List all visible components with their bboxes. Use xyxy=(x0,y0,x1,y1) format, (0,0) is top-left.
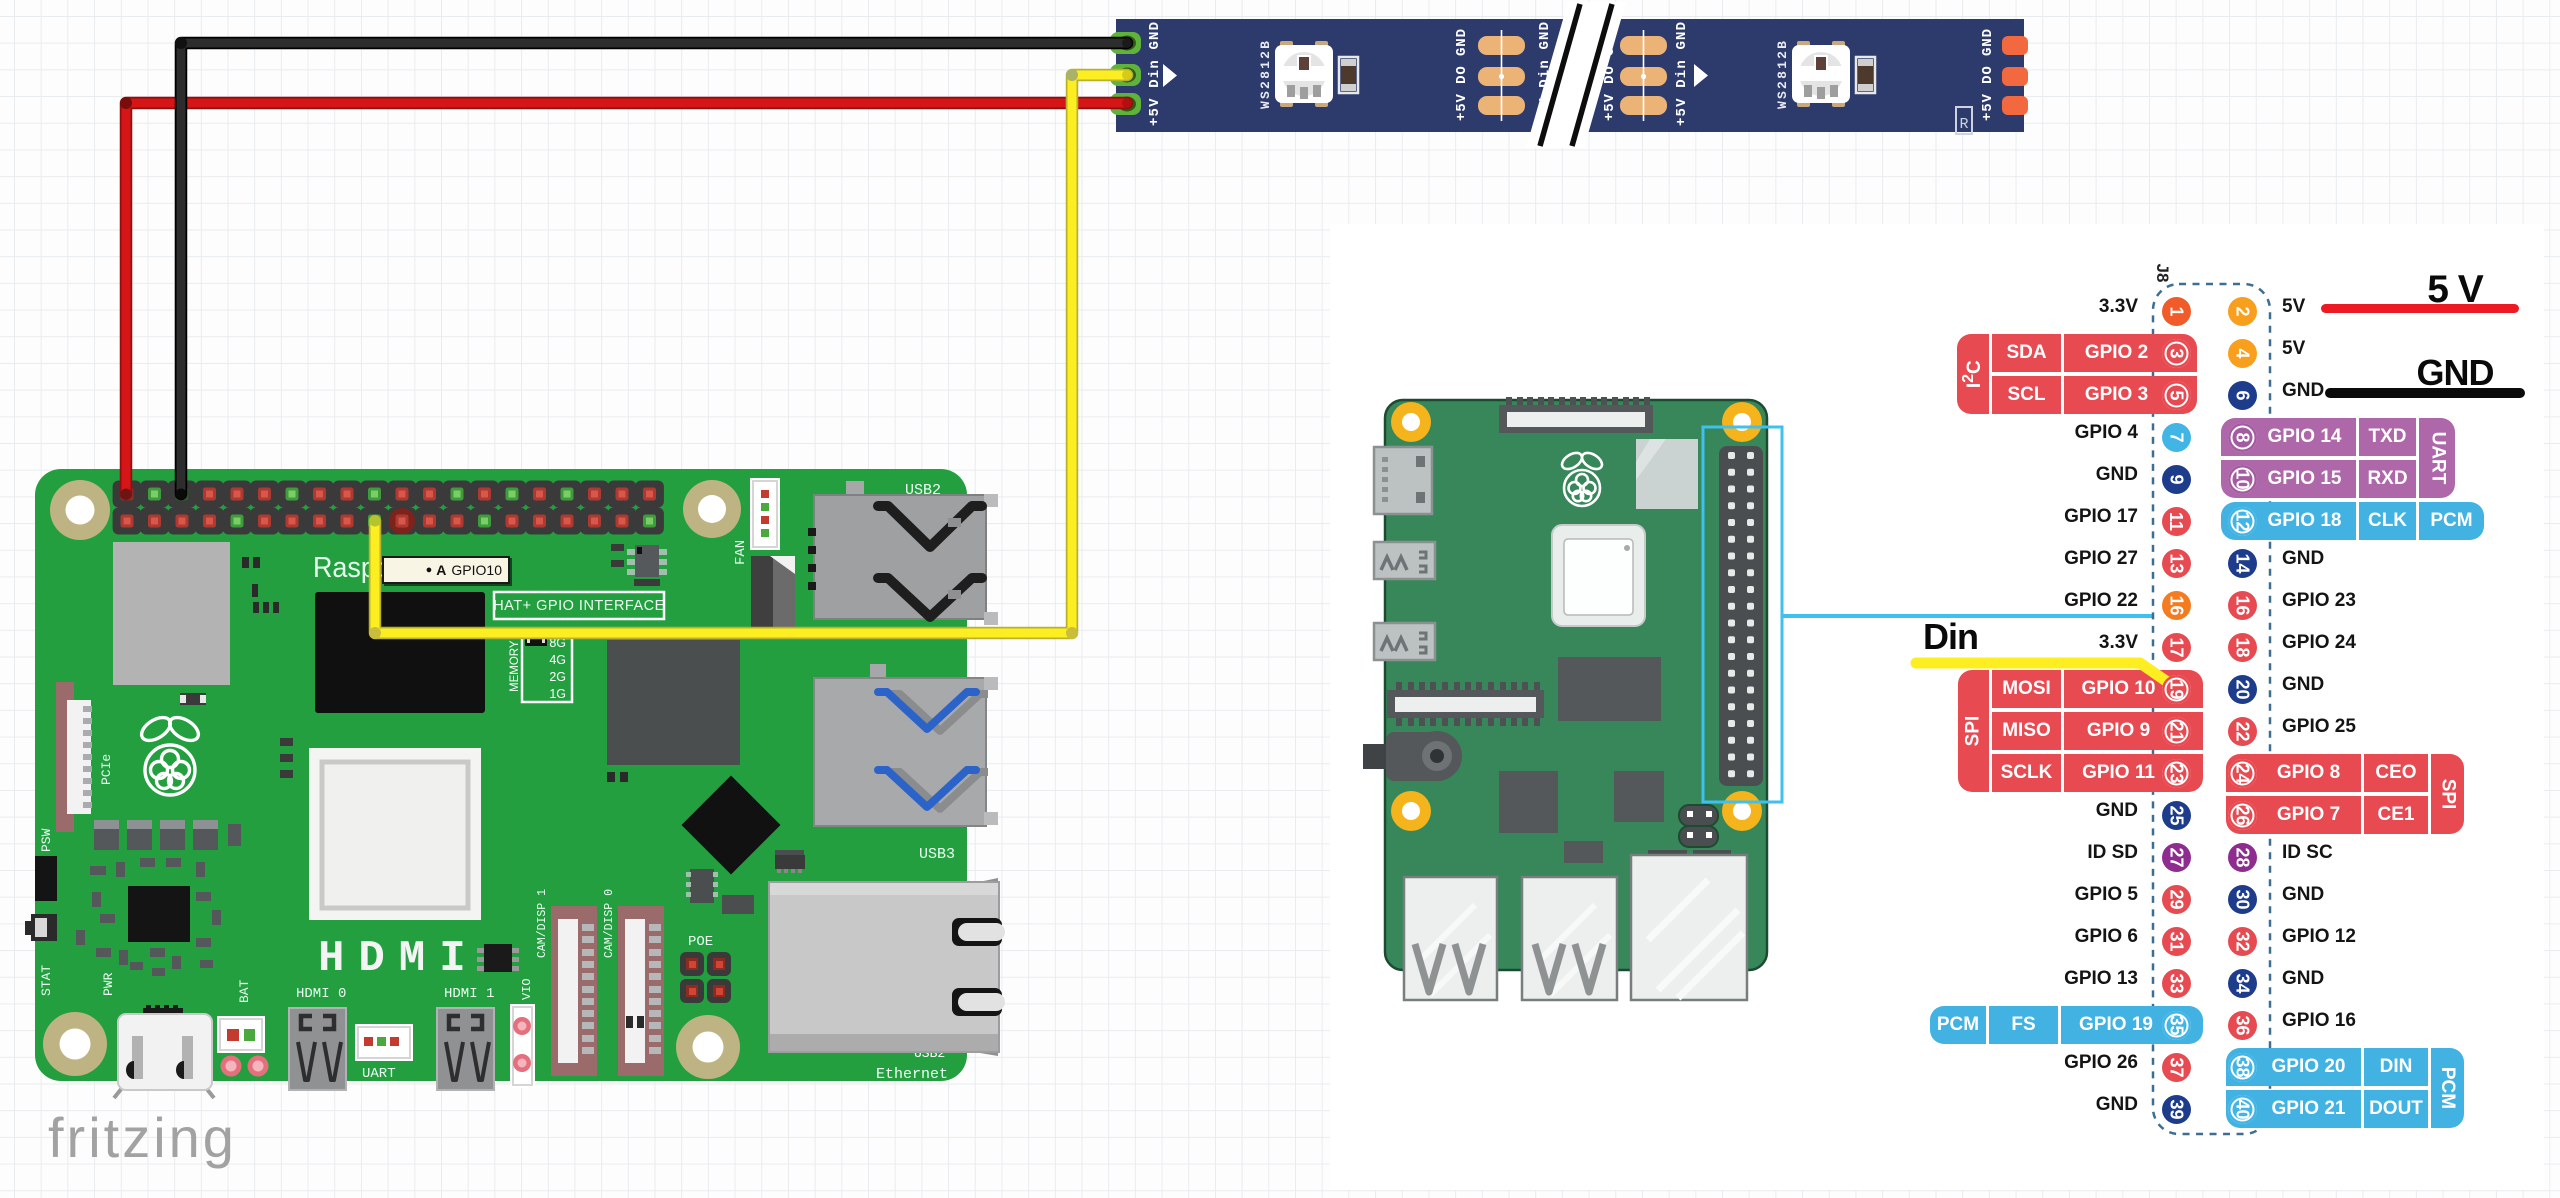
svg-text:BAT: BAT xyxy=(237,979,252,1003)
svg-text:HDMI 1: HDMI 1 xyxy=(444,986,494,1002)
svg-text:USB3: USB3 xyxy=(919,846,955,863)
svg-text:4G: 4G xyxy=(549,653,566,667)
svg-text:WS2812B: WS2812B xyxy=(1775,41,1790,109)
svg-text:+5V Din GND: +5V Din GND xyxy=(1674,22,1690,126)
svg-text:CAM/DISP 0: CAM/DISP 0 xyxy=(603,889,616,958)
svg-text:PCIe: PCIe xyxy=(99,754,114,785)
svg-text:fritzing: fritzing xyxy=(48,1106,237,1169)
svg-text:HDMI: HDMI xyxy=(318,934,480,984)
svg-text:1G: 1G xyxy=(549,687,566,701)
svg-text:USB2: USB2 xyxy=(905,482,941,499)
svg-text:FAN: FAN xyxy=(733,540,749,565)
svg-text:VIO: VIO xyxy=(520,978,534,1000)
svg-text:+5V Din GND: +5V Din GND xyxy=(1147,22,1163,126)
svg-text:WS2812B: WS2812B xyxy=(1258,41,1273,109)
svg-text:+5V DO GND: +5V DO GND xyxy=(1454,29,1470,121)
svg-text:UART: UART xyxy=(362,1066,396,1082)
svg-text:STAT: STAT xyxy=(39,965,54,996)
svg-text:2G: 2G xyxy=(549,670,566,684)
svg-text:HAT+ GPIO INTERFACE: HAT+ GPIO INTERFACE xyxy=(493,598,665,614)
svg-text:CAM/DISP 1: CAM/DISP 1 xyxy=(536,889,549,958)
svg-text:R: R xyxy=(1959,116,1968,133)
svg-text:HDMI 0: HDMI 0 xyxy=(296,986,346,1002)
svg-text:+5V DO GND: +5V DO GND xyxy=(1980,29,1996,121)
svg-text:MEMORY: MEMORY xyxy=(509,640,521,692)
svg-text:8G: 8G xyxy=(549,636,566,650)
svg-text:PSW: PSW xyxy=(39,828,54,852)
svg-text:PWR: PWR xyxy=(101,972,116,996)
svg-text:POE: POE xyxy=(688,934,713,950)
svg-text:Ethernet: Ethernet xyxy=(876,1066,948,1083)
